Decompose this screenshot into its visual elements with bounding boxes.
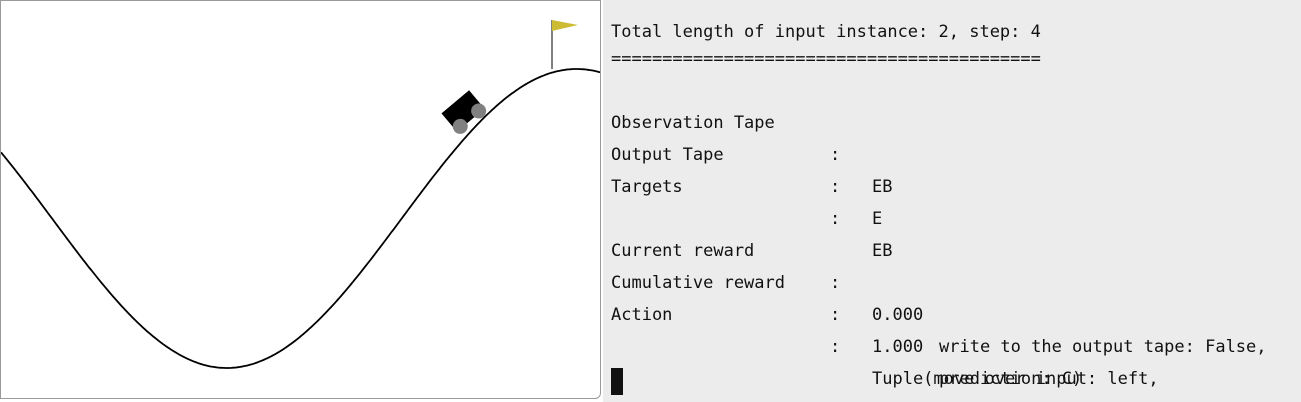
action-continuation-text: prediction: C) <box>939 369 1083 389</box>
row-separator: : <box>830 209 841 229</box>
row-key: Cumulative reward <box>611 273 785 293</box>
row-current-reward: Current reward : 0.000 <box>611 203 923 325</box>
row-value: EB <box>872 241 893 261</box>
row-key: Observation Tape <box>611 113 775 133</box>
row-separator: : <box>830 177 841 197</box>
row-value: E <box>872 209 883 229</box>
goal-flag-icon <box>552 20 578 31</box>
row-key: Output Tape <box>611 145 724 165</box>
mountain-track <box>1 68 600 369</box>
terminal-cursor <box>611 368 623 395</box>
row-targets: Targets : EB <box>611 139 892 261</box>
car-body <box>441 90 485 132</box>
row-cumulative-reward: Cumulative reward : 1.000 <box>611 235 923 357</box>
row-key: Targets <box>611 177 683 197</box>
row-action: Action : Tuple(move over input: left, <box>611 267 1159 389</box>
row-output-tape: Output Tape : E <box>611 107 882 229</box>
row-value: Tuple(move over input: left, <box>872 369 1159 389</box>
terminal-panel: Total length of input instance: 2, step:… <box>603 0 1301 402</box>
car-wheel-rear <box>452 118 468 134</box>
row-separator: : <box>830 145 841 165</box>
row-separator: : <box>830 305 841 325</box>
action-continuation-text: write to the output tape: False, <box>939 337 1267 357</box>
car <box>441 90 487 134</box>
action-continuation-line: prediction: C) <box>611 331 1082 389</box>
row-separator: : <box>830 337 841 357</box>
row-key: Current reward <box>611 241 755 261</box>
divider-line: ========================================… <box>611 49 1041 69</box>
row-value: 0.000 <box>872 305 924 325</box>
row-key: Action <box>611 305 673 325</box>
environment-render-panel <box>0 0 601 399</box>
action-continuation-line: write to the output tape: False, <box>611 299 1267 357</box>
mountain-car-scene <box>1 20 600 369</box>
row-value: EB <box>872 177 893 197</box>
car-wheel-front <box>471 103 487 119</box>
row-value: 1.000 <box>872 337 924 357</box>
row-separator: : <box>830 273 841 293</box>
row-observation-tape: Observation Tape : EB <box>611 75 892 197</box>
header-line: Total length of input instance: 2, step:… <box>611 22 1041 42</box>
